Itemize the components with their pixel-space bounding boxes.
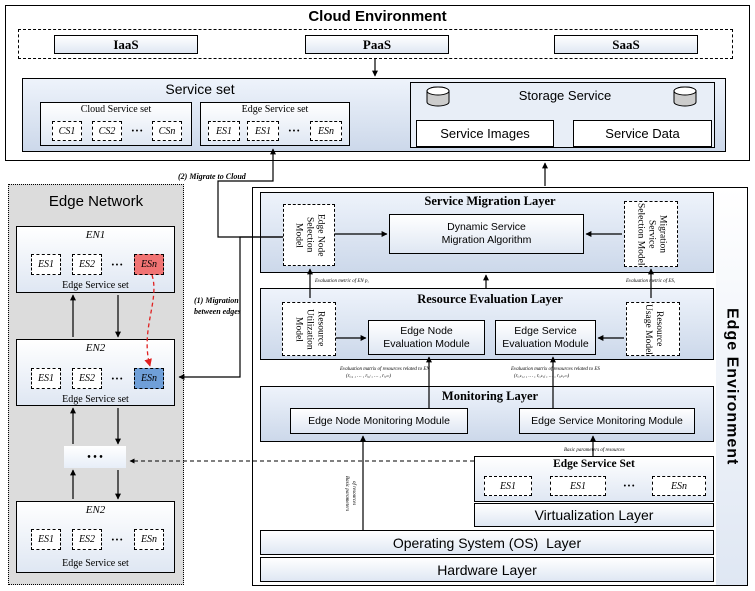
migrate-to-cloud-label: (2) Migrate to Cloud — [178, 172, 246, 181]
edge-node-3-name: EN2 — [85, 504, 106, 516]
service-migration-layer-title: Service Migration Layer — [424, 193, 556, 208]
cloud-edge-service-es1: ES1 — [208, 121, 240, 141]
service-data-box: Service Data — [573, 120, 712, 147]
edge-node-1-label: Edge Service set — [62, 279, 129, 291]
edge-network-ellipsis: • • • — [64, 446, 126, 468]
edge-service-set-esn: ESn — [652, 476, 706, 496]
basic-params-vertical-1: Basic parameters — [344, 476, 349, 512]
resource-usage-model-label: Resource Usage Model — [643, 303, 664, 355]
edge-node-evaluation-module: Edge Node Evaluation Module — [368, 320, 485, 355]
resource-utilization-model: Resource Utilization Model — [282, 302, 336, 356]
eval-metric-en-label: Evaluation metric of EN p, — [315, 279, 369, 284]
algorithm-line-2: Migration Algorithm — [441, 234, 532, 246]
edge-service-monitoring-module: Edge Service Monitoring Module — [519, 408, 695, 434]
virtualization-layer: Virtualization Layer — [474, 503, 714, 527]
resource-usage-model: Resource Usage Model — [626, 302, 680, 356]
edge-service-eval-line-2: Evaluation Module — [502, 337, 589, 350]
en3-es1: ES1 — [31, 529, 61, 550]
hardware-layer: Hardware Layer — [260, 557, 714, 582]
cloud-service-set-title: Cloud Service set — [80, 103, 152, 115]
cloud-edge-service-es1b: ES1 — [247, 121, 279, 141]
en2-ellipsis: • • • — [111, 374, 123, 383]
migration-service-selection-model-label: Migration Service Selection Model — [635, 202, 668, 266]
en3-esn: ESn — [134, 529, 164, 550]
edge-node-selection-model: Edge Node Selection Model — [283, 204, 335, 266]
edge-service-evaluation-module: Edge Service Evaluation Module — [495, 320, 596, 355]
saas-box: SaaS — [554, 35, 698, 54]
service-images-box: Service Images — [416, 120, 554, 147]
cloud-environment-title: Cloud Environment — [308, 7, 447, 25]
edge-service-set-title: Edge Service Set — [553, 458, 635, 470]
edge-node-2-name: EN2 — [85, 342, 106, 354]
storage-service-title: Storage Service — [518, 87, 612, 103]
cloud-service-csn: CSn — [152, 121, 182, 141]
edge-environment-title-bar — [716, 188, 747, 585]
monitoring-layer-title: Monitoring Layer — [441, 388, 539, 403]
cloud-edge-service-set-title: Edge Service set — [241, 103, 309, 115]
database-icon — [426, 86, 450, 107]
edge-service-set-es1b: ES1 — [550, 476, 606, 496]
eval-matrix-es-sub: (rᵢ,ₖ,₁ , … , rᵢ,ₖ,ⱼ , … , rᵢ,ₖ,ₘ) — [514, 374, 570, 379]
en2-esn: ESn — [134, 368, 164, 389]
edge-node-3-label: Edge Service set — [62, 557, 129, 569]
en2-es1: ES1 — [31, 368, 61, 389]
migration-between-edges-label-2: between edges — [194, 307, 241, 316]
database-icon — [673, 86, 697, 107]
cloud-edge-service-ellipsis: • • • — [288, 127, 300, 135]
edge-service-set-ellipsis: • • • — [623, 482, 635, 490]
cloud-service-cs1: CS1 — [52, 121, 82, 141]
cloud-service-ellipsis: • • • — [131, 127, 143, 135]
basic-params-vertical-2: of resources — [351, 481, 356, 506]
eval-matrix-en-sub: (rᵢ,₁ , … , rᵢ,ⱼ , … , rᵢ,ₘ) — [346, 374, 391, 379]
edge-node-monitoring-module: Edge Node Monitoring Module — [290, 408, 468, 434]
basic-params-label: Basic parameters of resources — [564, 448, 625, 453]
resource-utilization-model-label: Resource Utilization Model — [293, 308, 326, 350]
edge-environment-title: Edge Environment — [723, 307, 741, 466]
service-set-title: Service set — [165, 81, 235, 97]
dynamic-migration-algorithm: Dynamic Service Migration Algorithm — [389, 214, 584, 254]
cloud-service-cs2: CS2 — [92, 121, 122, 141]
migration-between-edges-label-1: (1) Migration — [194, 296, 239, 305]
os-layer: Operating System (OS) Layer — [260, 530, 714, 555]
eval-matrix-es-label: Evaluation matrix of resources related t… — [511, 367, 600, 372]
edge-node-1-name: EN1 — [85, 229, 106, 241]
en1-es1: ES1 — [31, 254, 61, 275]
edge-service-set-es1: ES1 — [484, 476, 532, 496]
edge-node-eval-line-1: Edge Node — [400, 324, 453, 337]
edge-node-selection-model-label: Edge Node Selection Model — [293, 213, 326, 257]
edge-node-2-label: Edge Service set — [62, 393, 129, 405]
edge-node-eval-line-2: Evaluation Module — [383, 337, 470, 350]
en3-es2: ES2 — [72, 529, 102, 550]
algorithm-line-1: Dynamic Service — [447, 221, 526, 233]
edge-service-eval-line-1: Edge Service — [514, 324, 577, 337]
paas-box: PaaS — [305, 35, 449, 54]
iaas-box: IaaS — [54, 35, 198, 54]
en1-esn: ESn — [134, 254, 164, 275]
resource-evaluation-layer-title: Resource Evaluation Layer — [417, 291, 563, 306]
cloud-edge-service-esn: ESn — [310, 121, 342, 141]
en1-ellipsis: • • • — [111, 260, 123, 269]
eval-metric-es-label: Evaluation metric of ES, — [626, 279, 676, 284]
en2-es2: ES2 — [72, 368, 102, 389]
migration-service-selection-model: Migration Service Selection Model — [624, 201, 678, 267]
edge-network-title: Edge Network — [48, 192, 144, 210]
en3-ellipsis: • • • — [111, 535, 123, 544]
en1-es2: ES2 — [72, 254, 102, 275]
eval-matrix-en-label: Evaluation matrix of resources related t… — [340, 367, 430, 372]
